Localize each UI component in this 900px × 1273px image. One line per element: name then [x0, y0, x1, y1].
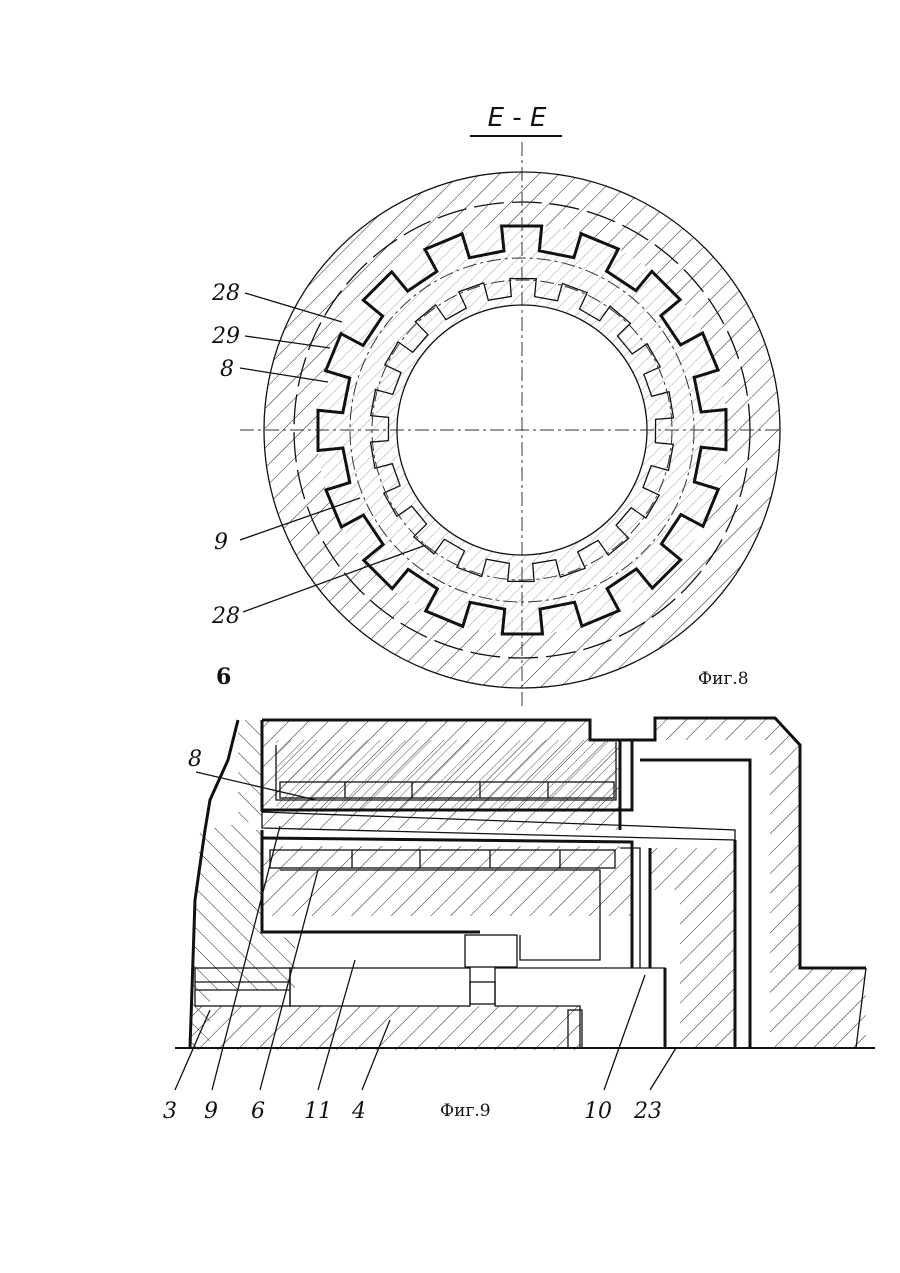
- section-title: E - E: [470, 103, 562, 136]
- leader-fig9-10: [604, 975, 645, 1090]
- bearing-sleeve: [290, 968, 470, 1006]
- right-support-10: [650, 848, 735, 1048]
- small-collar: [465, 935, 517, 967]
- leader-fig9-23: [650, 1048, 676, 1090]
- fig8-label-8: 8: [220, 357, 234, 382]
- fig8-label-28-top: 28: [211, 281, 240, 306]
- section-title-text: E - E: [488, 103, 547, 133]
- fig9-label-10: 10: [584, 1099, 612, 1124]
- fig8-label-9: 9: [214, 530, 228, 555]
- fig9-longitudinal-section: 8 3 9 6 11 4 10 23 Фиг.9: [163, 718, 875, 1124]
- shaft-4: [190, 1006, 580, 1050]
- fig9-label-4: 4: [351, 1099, 366, 1124]
- fig9-label-9: 9: [204, 1099, 218, 1124]
- fig9-label-23: 23: [633, 1099, 662, 1124]
- fig8-label-29: 29: [211, 324, 240, 349]
- fig9-caption: Фиг.9: [440, 1101, 491, 1121]
- fig9-label-3: 3: [163, 1099, 177, 1124]
- fig8-label-28-bottom: 28: [211, 604, 240, 629]
- fig8-cross-section: 28 29 8 9 28 6 Фиг.8: [211, 142, 780, 706]
- fig8-caption: Фиг.8: [698, 669, 749, 689]
- fig9-label-6: 6: [251, 1099, 265, 1124]
- fig8-stray-label: 6: [216, 664, 231, 690]
- lower-gear-body: [262, 846, 632, 916]
- stop-ring: [470, 982, 495, 1004]
- fig9-label-8: 8: [188, 747, 202, 772]
- fig9-label-11: 11: [304, 1099, 332, 1124]
- upper-ring-body: [276, 740, 616, 812]
